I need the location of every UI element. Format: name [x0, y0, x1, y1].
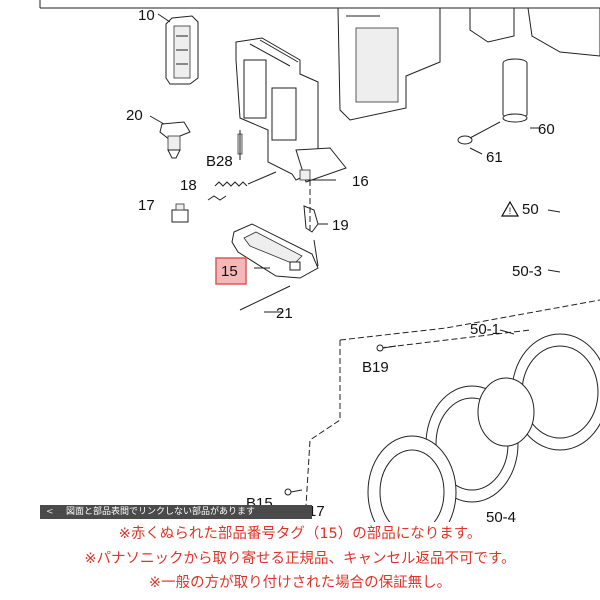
part-B19-screw — [376, 344, 397, 352]
footer-note-2: ※パナソニックから取り寄せる正規品、キャンセル返品不可です。 — [84, 550, 516, 567]
label-50-1: 50-1 — [470, 321, 500, 338]
part-16-frame — [235, 37, 347, 183]
part-50-lens-rings — [367, 333, 600, 522]
label-21: 21 — [276, 305, 293, 322]
label-19: 19 — [332, 217, 349, 234]
part-10-side-cover — [165, 15, 199, 85]
part-15-highlight-tag — [215, 257, 247, 285]
part-B17-screw — [284, 488, 303, 496]
label-60: 60 — [538, 121, 555, 138]
notice-text: 図面と部品表間でリンクしない部品があります — [66, 507, 256, 517]
footer-note-1: ※赤くぬられた部品番号タグ（15）の部品になります。 — [118, 526, 482, 542]
label-15: 15 — [221, 263, 238, 280]
label-10: 10 — [138, 7, 155, 24]
label-B19: B19 — [362, 359, 389, 376]
label-B28: B28 — [206, 153, 233, 170]
footer-note-3: ※一般の方が取り付けされた場合の保証無し。 — [148, 575, 452, 591]
part-15-holder — [231, 223, 319, 279]
part-20-bracket — [159, 121, 191, 159]
warning-triangle-icon — [500, 200, 520, 217]
part-17-switch — [171, 195, 227, 223]
exploded-parts-diagram: ! 10 20 B28 18 17 16 19 15 21 60 61 50 5… — [39, 0, 600, 522]
part-60-cylinder — [502, 58, 528, 123]
label-18: 18 — [180, 177, 197, 194]
part-61-pin — [457, 121, 501, 145]
unlinked-parts-notice-bar[interactable]: < 図面と部品表間でリンクしない部品があります — [40, 505, 312, 519]
chevron-left-icon[interactable]: < — [46, 507, 54, 517]
part-B28-screw — [237, 130, 243, 160]
label-50: 50 — [522, 201, 539, 218]
label-61: 61 — [486, 149, 503, 166]
part-board-assembly — [337, 7, 600, 121]
part-21-rod — [239, 285, 291, 311]
label-17: 17 — [138, 197, 155, 214]
footer-notes: ※赤くぬられた部品番号タグ（15）の部品になります。 ※パナソニックから取り寄せ… — [0, 522, 600, 596]
part-19-clip — [303, 205, 319, 233]
label-50-4: 50-4 — [486, 509, 516, 522]
label-16: 16 — [352, 173, 369, 190]
svg-text:!: ! — [509, 206, 512, 216]
part-18-spring — [214, 171, 277, 187]
label-20: 20 — [126, 107, 143, 124]
label-50-3: 50-3 — [512, 263, 542, 280]
